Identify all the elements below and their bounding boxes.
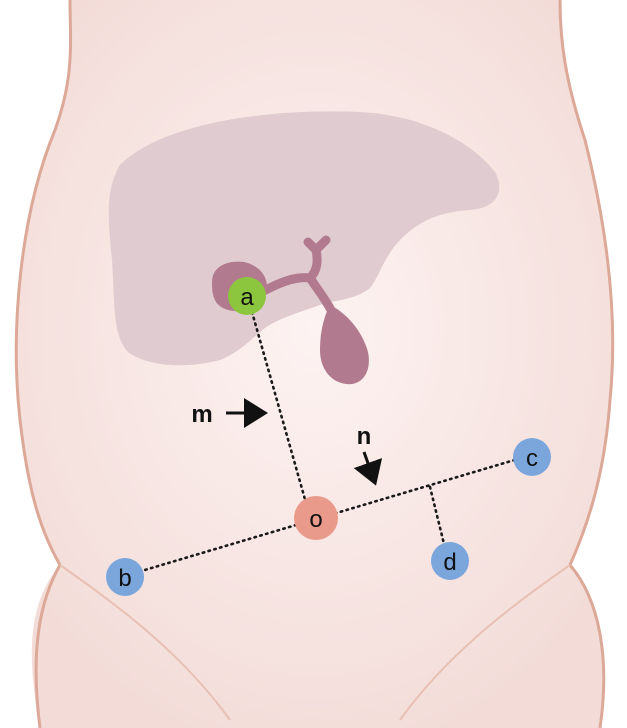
pointer-m-label: m [191, 401, 212, 428]
node-o: o [294, 496, 338, 540]
pointer-n-label: n [357, 423, 372, 450]
node-a: a [228, 277, 266, 315]
svg-text:o: o [309, 506, 322, 533]
node-c: c [513, 438, 551, 476]
svg-text:c: c [526, 445, 538, 472]
svg-text:d: d [443, 549, 456, 576]
svg-text:b: b [118, 565, 131, 592]
torso-shape [16, 0, 612, 728]
svg-text:a: a [240, 284, 254, 311]
node-d: d [431, 542, 469, 580]
node-b: b [106, 558, 144, 596]
